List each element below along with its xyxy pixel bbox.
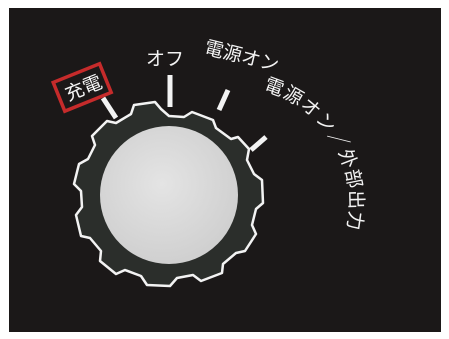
label-off: オフ — [146, 48, 184, 70]
charge-highlight-box — [50, 61, 114, 114]
label-power-on-external: 電源オン／外部出力 — [261, 74, 367, 233]
tick-charge — [100, 96, 119, 120]
tick-power-on-external — [249, 135, 268, 152]
dial-center — [100, 126, 238, 264]
label-power-on-external-path: 電源オン／外部出力 — [261, 74, 366, 233]
label-power-on: 電源オン — [202, 37, 281, 77]
tick-power-on — [216, 88, 231, 112]
